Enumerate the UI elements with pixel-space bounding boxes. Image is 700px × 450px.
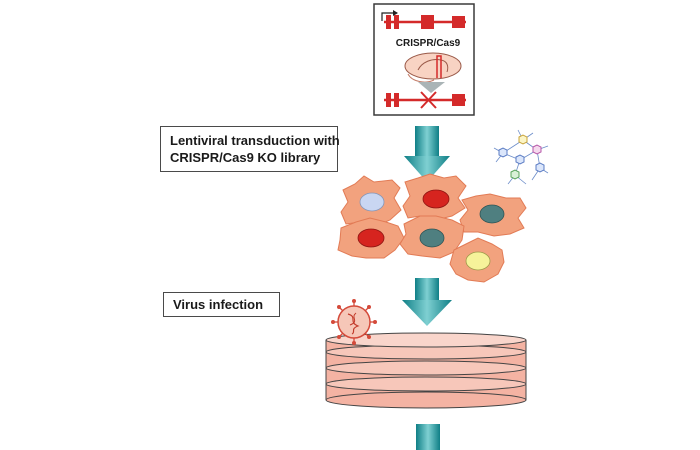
culture-dish-stack-icon xyxy=(325,332,527,409)
step-label-virus-infection: Virus infection xyxy=(163,292,280,317)
cell xyxy=(459,193,527,237)
flow-arrow-1 xyxy=(404,126,450,182)
intact-gene-icon xyxy=(384,15,466,29)
cell xyxy=(340,175,402,227)
step-label-line: CRISPR/Cas9 KO library xyxy=(170,150,321,165)
lentivirus-library-icon xyxy=(493,129,549,185)
cell xyxy=(449,237,505,283)
step-label-line: Virus infection xyxy=(173,297,264,312)
gene-knockout-icon xyxy=(384,91,466,109)
step-label-transduction: Lentiviral transduction with CRISPR/Cas9… xyxy=(160,126,340,172)
knockout-arrow-icon xyxy=(418,82,445,93)
promoter-arrow-icon xyxy=(381,10,398,21)
flow-arrow-2 xyxy=(402,278,452,326)
crispr-box xyxy=(373,3,475,116)
cell-population xyxy=(337,173,527,283)
cell xyxy=(337,217,405,259)
flow-arrow-3 xyxy=(416,424,440,450)
cas9-protein-icon xyxy=(404,52,462,83)
crispr-cas9-caption: CRISPR/Cas9 xyxy=(395,38,461,49)
step-label-line: Lentiviral transduction with xyxy=(170,133,340,148)
virus-icon xyxy=(331,299,377,345)
cell xyxy=(402,173,467,221)
